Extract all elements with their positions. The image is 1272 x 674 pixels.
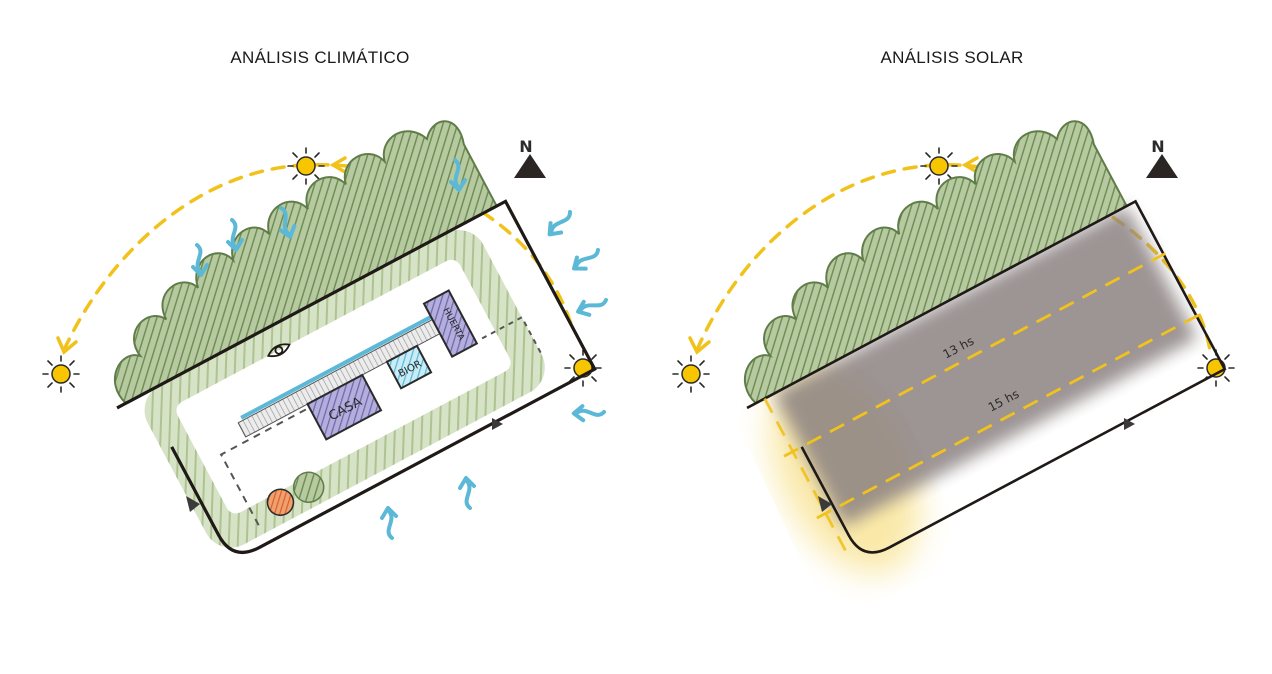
- north-arrow-icon: N: [514, 137, 546, 178]
- left-panel-title: ANÁLISIS CLIMÁTICO: [230, 48, 410, 67]
- water-line: [240, 305, 450, 420]
- right-panel-title: ANÁLISIS SOLAR: [880, 48, 1024, 67]
- tree-icon: [266, 488, 295, 517]
- wind-arrow-icon: [573, 294, 611, 320]
- wind-arrow-icon: [571, 403, 607, 424]
- shadow-line-15hs: [816, 310, 1207, 520]
- sun-icon: [42, 355, 80, 393]
- sun-icon: [672, 355, 710, 393]
- huerta-block: [422, 289, 479, 358]
- shadow-line-13hs: [783, 248, 1174, 458]
- wind-arrow-icon: [568, 244, 605, 276]
- access-path: [219, 406, 310, 526]
- north-label: N: [519, 137, 532, 156]
- sun-icon: [287, 147, 325, 185]
- eye-icon: [266, 343, 291, 358]
- casa-block: [306, 373, 383, 441]
- access-arrow-icon: [1124, 418, 1135, 430]
- access-arrow-icon: [818, 496, 832, 512]
- access-arrow-icon: [186, 496, 200, 512]
- shadow-line-edge: [763, 397, 851, 559]
- shadow-zone: [773, 206, 1198, 527]
- plot-boundary: [746, 199, 1227, 554]
- north-label: N: [1151, 137, 1164, 156]
- bior-block: [385, 344, 433, 390]
- north-arrow-icon: N: [1146, 137, 1178, 178]
- left-diagram: N CASA BIOR HUERTA: [42, 120, 611, 554]
- forest-canopy: [744, 120, 1129, 405]
- sun-path-arrowhead-north: [961, 156, 979, 174]
- sun-path-arrowhead-west: [688, 336, 711, 355]
- right-diagram: N 13 hs 15 hs: [672, 120, 1235, 574]
- forest-canopy: [114, 120, 499, 405]
- wind-arrow-icon: [542, 206, 579, 241]
- sun-path-arrowhead-north: [329, 156, 347, 174]
- wind-arrow-icon: [458, 476, 476, 510]
- plot-boundary: [116, 199, 597, 554]
- wind-arrow-icon: [380, 506, 398, 540]
- sun-path-arrowhead-west: [56, 336, 78, 355]
- access-arrow-icon: [492, 418, 503, 430]
- access-path-secondary: [481, 315, 542, 354]
- shrub-icon: [292, 471, 325, 504]
